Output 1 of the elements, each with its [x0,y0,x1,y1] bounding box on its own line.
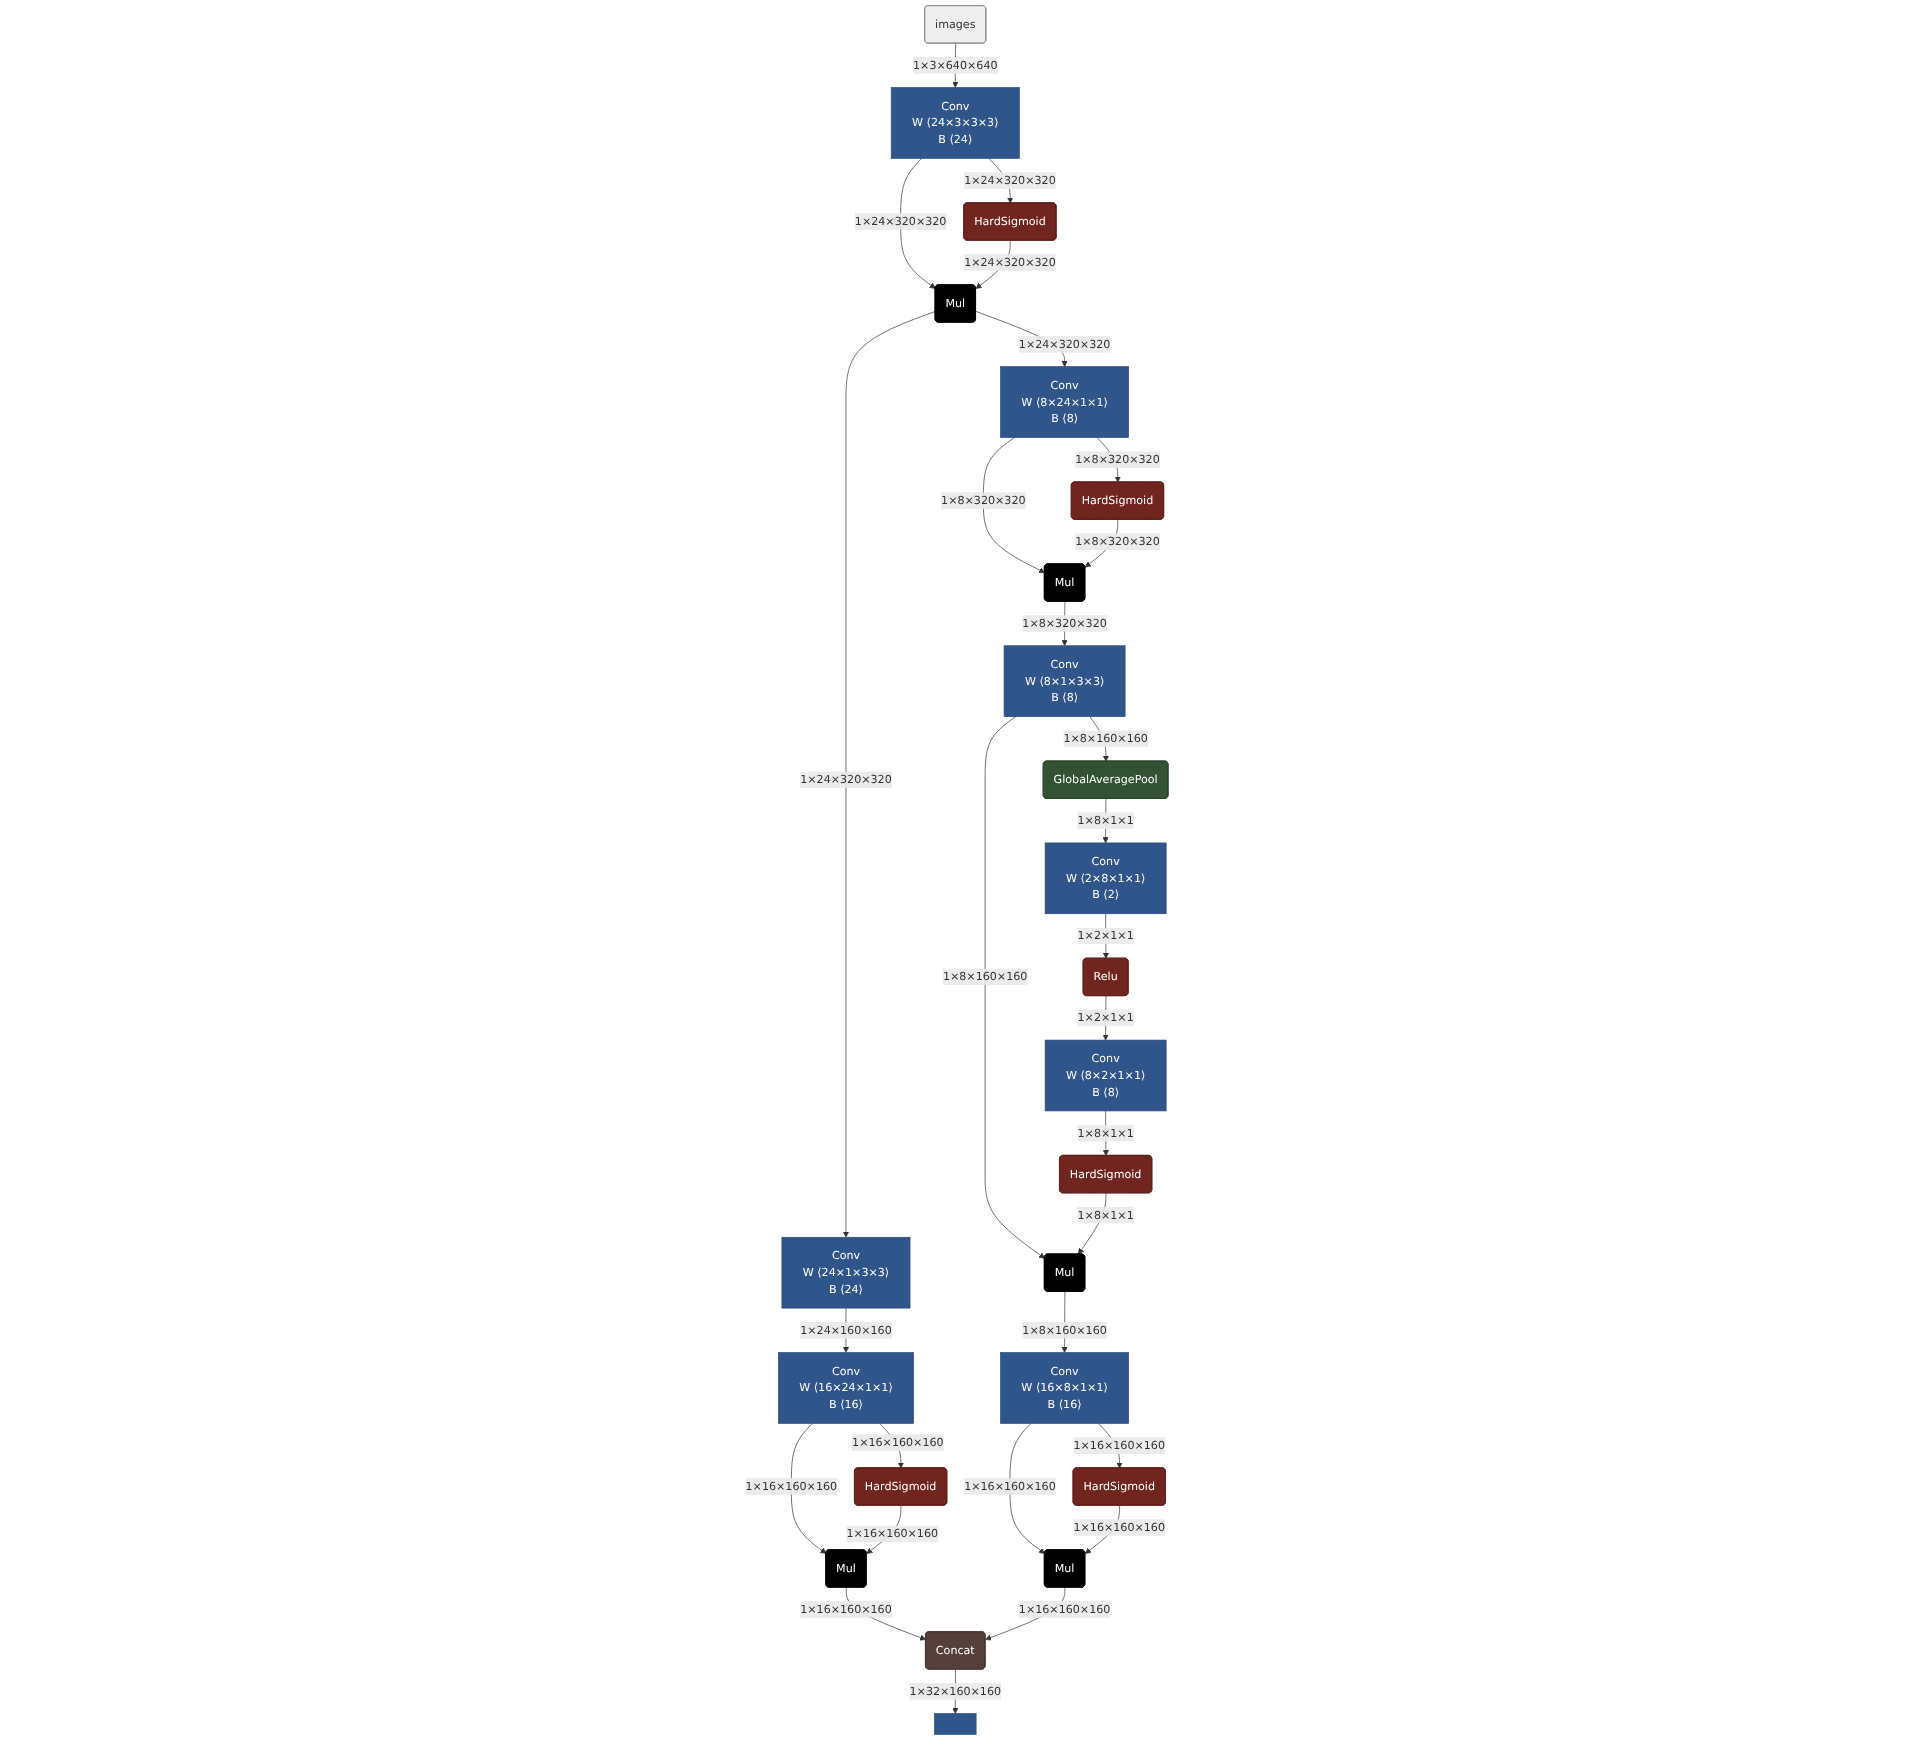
node-box [934,1713,977,1735]
